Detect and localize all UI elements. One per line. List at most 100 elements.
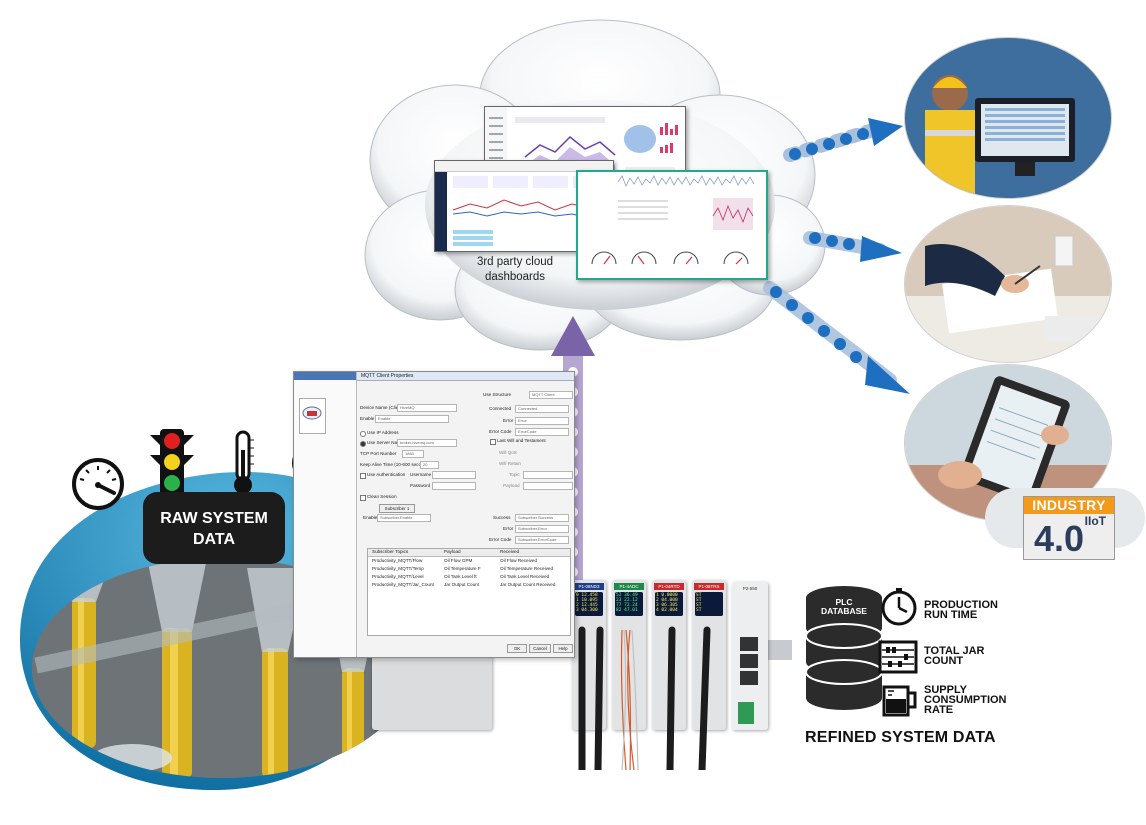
metric-3-line2: CONSUMPTION (924, 694, 1007, 706)
screen-2-row-1: 52 36.49 (616, 593, 638, 598)
subscriber-error-label: Error (503, 526, 514, 531)
last-will-checkbox[interactable] (490, 439, 496, 445)
worker-computer-illustration (905, 38, 1111, 198)
table-row[interactable]: Productivity_MQTT/Temp Oil Temperature F… (368, 566, 570, 573)
subscriber-setup-button[interactable]: Subscriber 1 Setup (379, 504, 415, 518)
metric-3-line1: SUPPLY (924, 684, 968, 696)
refined-system-data-title: REFINED SYSTEM DATA (805, 729, 996, 746)
use-server-radio[interactable] (360, 441, 366, 447)
success-label: Success (493, 515, 511, 520)
clean-session-checkbox[interactable] (360, 495, 366, 501)
mqtt-client-window: MQTT Client Properties Device Name (Clie… (293, 371, 575, 658)
screen-1-row-1: 0 12.458 (576, 593, 598, 598)
help-button[interactable]: Help (553, 644, 573, 653)
table-row[interactable]: Productivity_MQTT/Jar_Count Jar Output C… (368, 582, 570, 589)
tcp-port-field[interactable]: 1883 (402, 450, 424, 458)
plc-database-label: PLC DATABASE (810, 598, 878, 616)
will-retain-label: Will Retain (499, 461, 521, 466)
row-2-payload: Oil Temperature F (444, 566, 481, 571)
plc-cables (578, 626, 711, 770)
db-label-line2: DATABASE (821, 606, 867, 616)
raw-data-photo (32, 558, 412, 778)
col-header-received: Received (500, 549, 520, 554)
badge-iiot-text: IIoT (1084, 514, 1106, 528)
structure-field[interactable]: MQTT Client (529, 391, 573, 399)
payload-label: Payload (503, 483, 520, 488)
plc-module-3-screen: 1 0.0000 2 04.000 3 06.305 4 02.004 (655, 592, 683, 616)
server-name-field[interactable]: broker.hivemq.com (397, 439, 457, 447)
raw-system-data-label: RAW SYSTEM DATA (143, 492, 285, 564)
topic-label: Topic (509, 472, 520, 477)
row-1-received: Oil Flow Received (500, 558, 538, 563)
abacus-icon (878, 640, 918, 674)
row-1-payload: Oil Flow GPM (444, 558, 473, 563)
plc-comm-module: P2-550 (732, 582, 768, 730)
subscriber-error-code-label: Error Code (489, 537, 512, 542)
username-field[interactable] (432, 471, 476, 479)
enable-subscriber-field[interactable]: Subscriber.Enable (377, 514, 431, 522)
use-ip-label: Use IP Address (367, 430, 399, 435)
plc-module-2: P1-4ADC 52 36.49 23 22.12 77 72.24 82 47… (612, 580, 646, 730)
metric-production-run-time: PRODUCTION RUN TIME (924, 600, 998, 621)
metric-total-jar-count: TOTAL JAR COUNT (924, 645, 985, 667)
db-label-line1: PLC (835, 597, 853, 607)
keep-alive-field[interactable]: 20 (420, 461, 439, 469)
last-will-label: Last Will and Testament (497, 438, 546, 443)
subscriber-error-field: Subscriber.Error (515, 525, 569, 533)
table-header-row: Subscriber Topics Payload Received (368, 549, 570, 557)
raw-label-line2: DATA (192, 531, 236, 548)
row-1-topic: Productivity_MQTT/Flow (372, 558, 423, 563)
row-3-topic: Productivity_MQTT/Level (372, 574, 424, 579)
oil-filling-illustration (32, 558, 412, 778)
ok-button[interactable]: OK (507, 644, 527, 653)
use-auth-checkbox[interactable] (360, 473, 366, 479)
measuring-cup-icon (882, 685, 917, 717)
row-4-topic: Productivity_MQTT/Jar_Count (372, 582, 434, 587)
ethernet-port-1 (740, 637, 758, 651)
plc-comm-label: P2-550 (742, 586, 758, 591)
tcp-port-label: TCP Port Number (360, 451, 397, 456)
window-title: MQTT Client Properties (357, 372, 574, 381)
screen-4-row-3: ST (696, 603, 702, 608)
screen-3-row-3: 3 06.305 (656, 603, 678, 608)
metric-3-line3: RATE (924, 704, 954, 716)
payload-field[interactable] (523, 482, 573, 490)
ethernet-port-3 (740, 671, 758, 685)
enable-subscriber-label: Enable (363, 515, 378, 520)
tree-item-hivemq[interactable] (299, 398, 326, 434)
screen-4-row-4: ST (696, 608, 702, 613)
writing-illustration (905, 206, 1111, 362)
metric-supply-consumption-rate: SUPPLY CONSUMPTION RATE (924, 684, 1007, 716)
dashboard-right-chart (591, 175, 755, 265)
ethernet-port-2 (740, 654, 758, 668)
cancel-button[interactable]: Cancel (529, 644, 551, 653)
table-row[interactable]: Productivity_MQTT/Level Oil Tank Level f… (368, 574, 570, 581)
table-row[interactable]: Productivity_MQTT/Flow Oil Flow GPM Oil … (368, 558, 570, 565)
connected-field: Connected (515, 405, 569, 413)
error-code-field: ErrorCode (515, 428, 569, 436)
raw-label-line1: RAW SYSTEM (160, 510, 268, 527)
photo-worker-at-computer (905, 38, 1111, 198)
row-2-received: Oil Temperature Received (500, 566, 554, 571)
success-field: Subscriber.Success (515, 514, 569, 522)
col-header-topics: Subscriber Topics (372, 549, 409, 554)
device-name-field[interactable]: HiveMQ (397, 404, 457, 412)
terminal-block (738, 702, 754, 724)
dashboard-thumbnail-right (576, 170, 768, 280)
use-ip-radio[interactable] (360, 431, 366, 437)
metric-2-line2: COUNT (924, 655, 964, 667)
metric-2-line1: TOTAL JAR (924, 645, 985, 657)
topic-field[interactable] (523, 471, 573, 479)
enable-field[interactable]: Enable (375, 415, 449, 423)
keep-alive-label: Keep Alive Time (10-600 seconds) (360, 462, 430, 467)
plc-module-4-screen: ST ST ST ST (695, 592, 723, 616)
plc-module-3-label: P1-04RTD (654, 583, 684, 590)
screen-2-row-2: 23 22.12 (616, 598, 638, 603)
error-label: Error (503, 418, 514, 423)
gauge-icon (72, 458, 124, 510)
use-server-label: Use Server Name (367, 440, 404, 445)
tree-titlebar (294, 372, 356, 380)
stopwatch-icon (881, 588, 917, 626)
password-field[interactable] (432, 482, 476, 490)
clean-session-label: Clean Session (367, 494, 397, 499)
